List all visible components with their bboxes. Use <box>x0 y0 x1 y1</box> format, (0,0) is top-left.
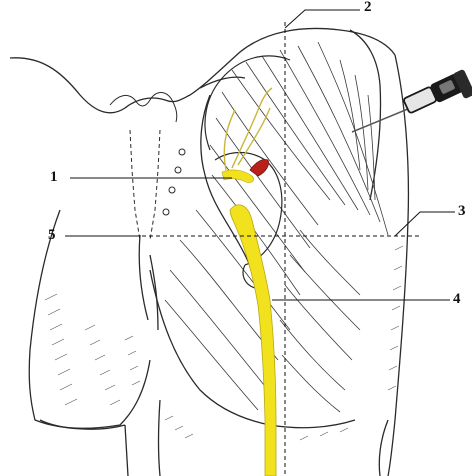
callout-label-2: 2 <box>364 0 372 15</box>
superior-gluteal-vessel <box>250 159 269 176</box>
inferior-gluteal-nerve <box>222 170 254 183</box>
hatching <box>45 246 403 440</box>
leader-line-3 <box>395 212 455 236</box>
callout-label-4: 4 <box>453 292 461 307</box>
callout-label-5: 5 <box>48 228 56 243</box>
muscle-fibers <box>165 42 388 412</box>
callout-label-1: 1 <box>50 170 58 185</box>
callout-label-3: 3 <box>458 204 466 219</box>
leader-line-2 <box>285 10 360 28</box>
sacrum <box>110 93 185 241</box>
syringe-icon <box>352 69 472 132</box>
nerve-branches <box>224 88 272 170</box>
